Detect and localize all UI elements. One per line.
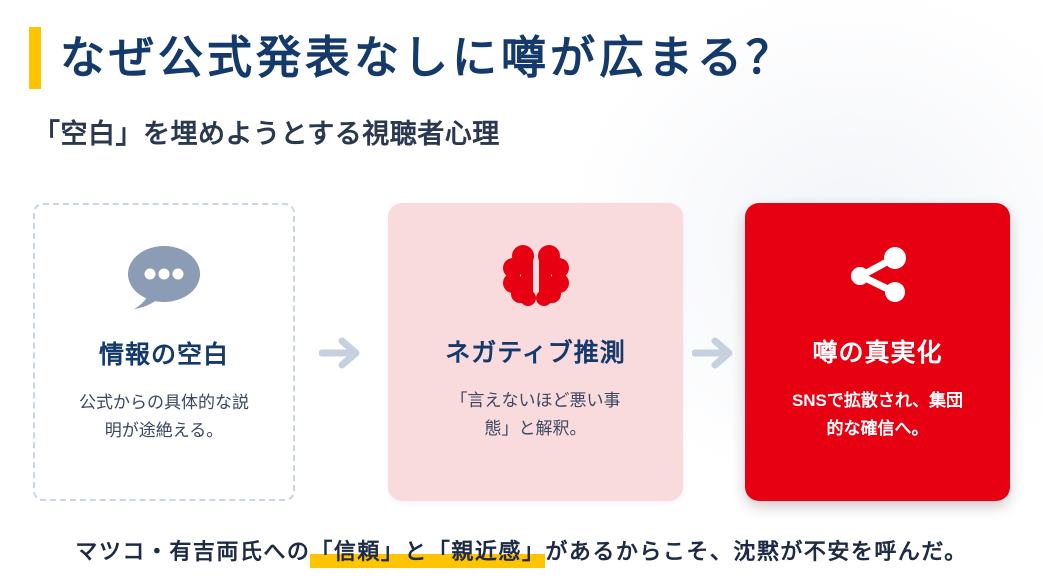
title-row: なぜ公式発表なしに噂が広まる？ [29,27,795,89]
step-card-info-gap: 情報の空白 公式からの具体的な説明が途絶える。 [33,203,295,501]
footer-text-post: があるからこそ、沈黙が不安を呼んだ。 [545,539,968,564]
card-body: SNSで拡散され、集団的な確信へ。 [791,391,964,439]
share-icon [847,239,909,311]
footer-note: マツコ・有吉両氏への「信頼」と「親近感」があるからこそ、沈黙が不安を呼んだ。 [0,534,1043,568]
page-title: なぜ公式発表なしに噂が広まる？ [60,32,796,83]
title-accent-bar [29,27,41,89]
card-title: 噂の真実化 [812,339,943,367]
page-subtitle: 「空白」を埋めようとする視聴者心理 [33,119,500,149]
brain-icon [502,239,570,311]
card-title: 情報の空白 [98,341,229,369]
arrow-right-icon [691,333,736,373]
footer-text-pre: マツコ・有吉両氏への [75,539,311,564]
card-body: 公式からの具体的な説明が途絶える。 [79,393,249,441]
card-title: ネガティブ推測 [445,339,626,367]
arrow-right-icon [318,333,363,373]
speech-bubble-icon [126,241,202,313]
card-body: 「言えないほど悪い事態」と解釈。 [450,391,621,439]
step-card-rumor-truth: 噂の真実化 SNSで拡散され、集団的な確信へ。 [745,203,1010,501]
footer-highlight: 「信頼」と「親近感」 [310,539,546,568]
step-card-negative-speculation: ネガティブ推測 「言えないほど悪い事態」と解釈。 [388,203,683,501]
